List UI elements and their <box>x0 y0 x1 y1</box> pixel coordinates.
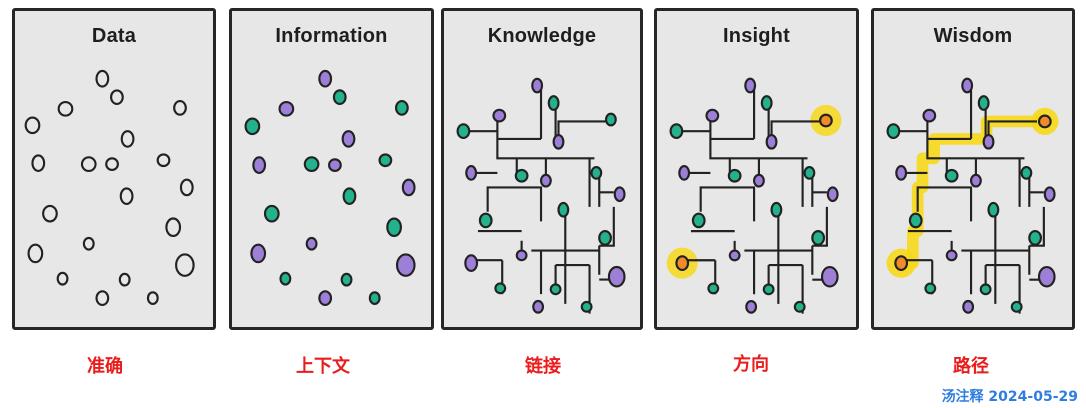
panel-wisdom: Wisdom <box>871 8 1075 330</box>
caption-knowledge: 链接 <box>525 356 561 377</box>
insight-network <box>666 77 842 314</box>
panel-title-data: Data <box>91 25 137 47</box>
panel-title-insight: Insight <box>723 25 790 47</box>
panel-title-knowledge: Knowledge <box>487 25 597 47</box>
data-dots <box>24 69 195 306</box>
wisdom-network <box>886 77 1059 314</box>
caption-data: 准确 <box>87 356 123 377</box>
panel-title-information: Information <box>275 25 388 47</box>
panel-information: Information <box>229 8 434 330</box>
panel-data: Data <box>12 8 216 330</box>
information-dots <box>244 69 416 306</box>
caption-wisdom: 路径 <box>953 356 989 377</box>
caption-information: 上下文 <box>296 356 350 377</box>
knowledge-network <box>456 77 626 314</box>
panel-title-wisdom: Wisdom <box>933 25 1013 47</box>
caption-insight: 方向 <box>733 354 769 375</box>
credit-text: 汤注释 2024-05-29 <box>941 389 1078 405</box>
panel-knowledge: Knowledge <box>441 8 643 330</box>
panel-insight: Insight <box>654 8 859 330</box>
